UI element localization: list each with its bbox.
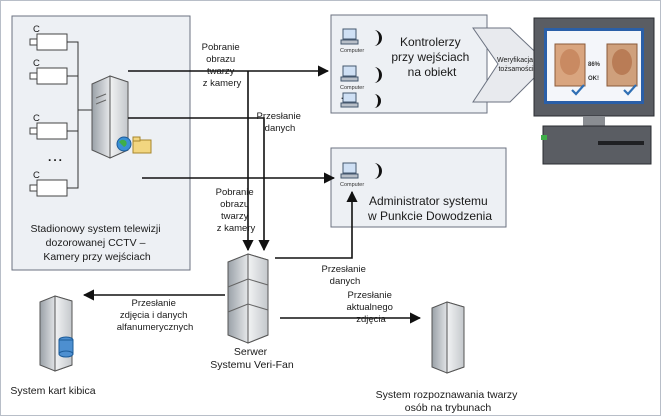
verification-label: Weryfikacja tożsamości bbox=[497, 57, 535, 73]
connector-server-to-admin bbox=[275, 190, 358, 259]
monitor-icon: 86% OK! bbox=[533, 17, 655, 165]
face-recognition-label: System rozpoznawania twarzy osób na tryb… bbox=[376, 389, 521, 414]
camera-icon: C bbox=[29, 113, 68, 140]
camera-marker: C bbox=[33, 58, 40, 69]
controller-computer-2: Computer bbox=[340, 65, 382, 91]
veri-fan-server-icon bbox=[227, 253, 269, 344]
fan-card-label: System kart kibica bbox=[10, 385, 95, 397]
match-percent: 86% bbox=[588, 62, 601, 68]
flow-label-download-top: Pobranie obrazu twarzy z kamery bbox=[202, 42, 243, 89]
user-silhouette-icon bbox=[374, 67, 382, 83]
flow-label-send-photo-data: Przesłanie zdjęcia i danych alfanumerycz… bbox=[117, 298, 194, 333]
admin-box bbox=[330, 147, 507, 228]
svg-text:Computer: Computer bbox=[340, 182, 364, 188]
camera-marker: C bbox=[33, 113, 40, 124]
flow-label-send-data-top: Przesłanie danych bbox=[257, 111, 304, 134]
controllers-box bbox=[330, 14, 488, 114]
ok-label: OK! bbox=[588, 76, 599, 82]
controller-computer-1: Computer bbox=[340, 28, 382, 54]
admin-computer: Computer bbox=[340, 162, 382, 188]
admin-title: Administrator systemu w Punkcie Dowodzen… bbox=[367, 194, 492, 223]
controllers-title: Kontrolerzy przy wejściach na obiekt bbox=[391, 35, 472, 79]
connector-server-feed bbox=[128, 117, 270, 252]
face-recognition-server-icon bbox=[431, 301, 465, 374]
cctv-box bbox=[11, 15, 191, 271]
folder-icon bbox=[132, 136, 152, 154]
server-label: Serwer Systemu Veri-Fan bbox=[210, 346, 294, 371]
flow-label-download-mid: Pobranie obrazu twarzy z kamery bbox=[216, 187, 257, 234]
flow-label-send-current-photo: Przesłanie aktualnego zdjęcia bbox=[346, 290, 395, 325]
camera-group: C C C C ... bbox=[29, 24, 92, 197]
verification-arrow bbox=[472, 27, 549, 103]
camera-icon: C bbox=[29, 170, 68, 197]
globe-icon bbox=[116, 136, 132, 152]
camera-marker: C bbox=[33, 24, 40, 35]
user-silhouette-icon bbox=[374, 30, 382, 46]
svg-text:Computer: Computer bbox=[340, 48, 364, 54]
user-silhouette-icon bbox=[374, 163, 382, 179]
controller-computer-3 bbox=[340, 92, 381, 108]
svg-text:Computer: Computer bbox=[340, 85, 364, 91]
check-icon bbox=[571, 84, 585, 96]
flow-label-send-data-right: Przesłanie danych bbox=[322, 264, 369, 287]
cctv-title: Stadionowy system telewizji dozorowanej … bbox=[30, 223, 163, 263]
check-icon bbox=[623, 84, 637, 96]
fan-card-server-icon bbox=[39, 295, 74, 372]
camera-ellipsis: ... bbox=[48, 150, 64, 164]
user-silhouette-icon bbox=[374, 94, 381, 108]
camera-marker: C bbox=[33, 170, 40, 181]
